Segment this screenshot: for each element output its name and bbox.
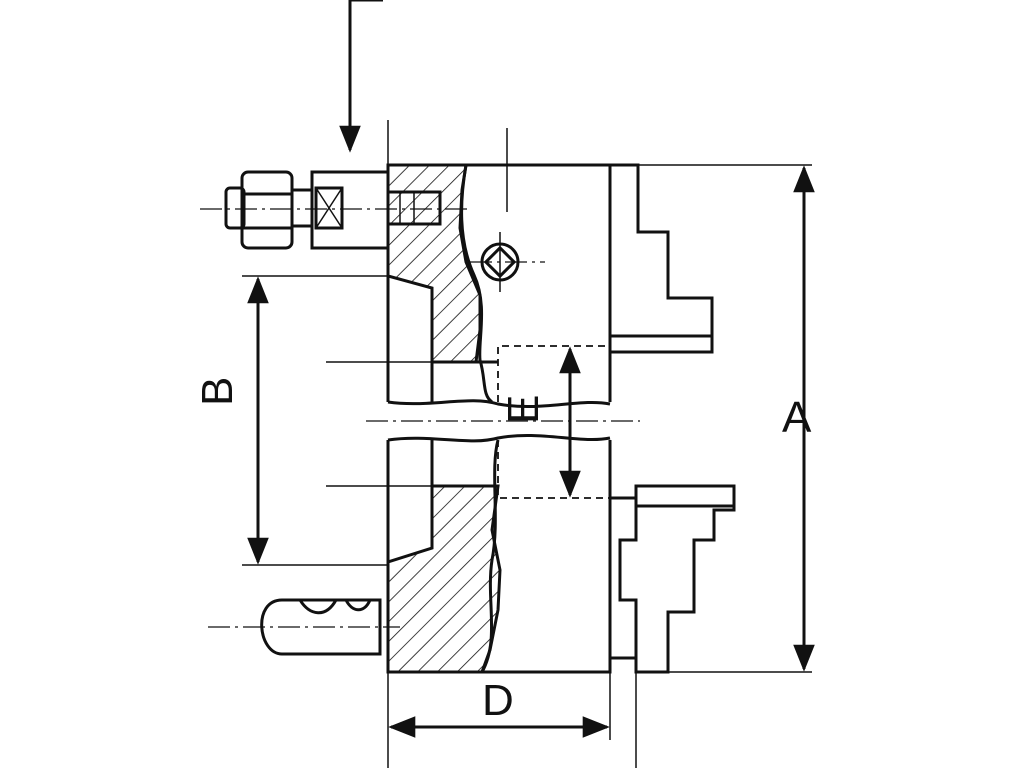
upper-chuck-body [386, 163, 714, 408]
dimension-b: B [193, 276, 269, 565]
label-e: E [499, 395, 548, 424]
adjusting-screw [470, 128, 545, 292]
top-pointer-arrow [339, 0, 383, 153]
dimension-a: A [782, 165, 815, 672]
lower-chuck-body [386, 434, 736, 674]
label-d: D [482, 676, 514, 725]
top-bolt-assembly [200, 170, 470, 250]
extension-lines [242, 120, 812, 768]
dimension-e: E [499, 346, 581, 498]
bottom-bolt [208, 598, 400, 656]
dimension-d: D [388, 676, 610, 738]
label-a: A [782, 393, 812, 442]
label-b: B [193, 377, 242, 406]
